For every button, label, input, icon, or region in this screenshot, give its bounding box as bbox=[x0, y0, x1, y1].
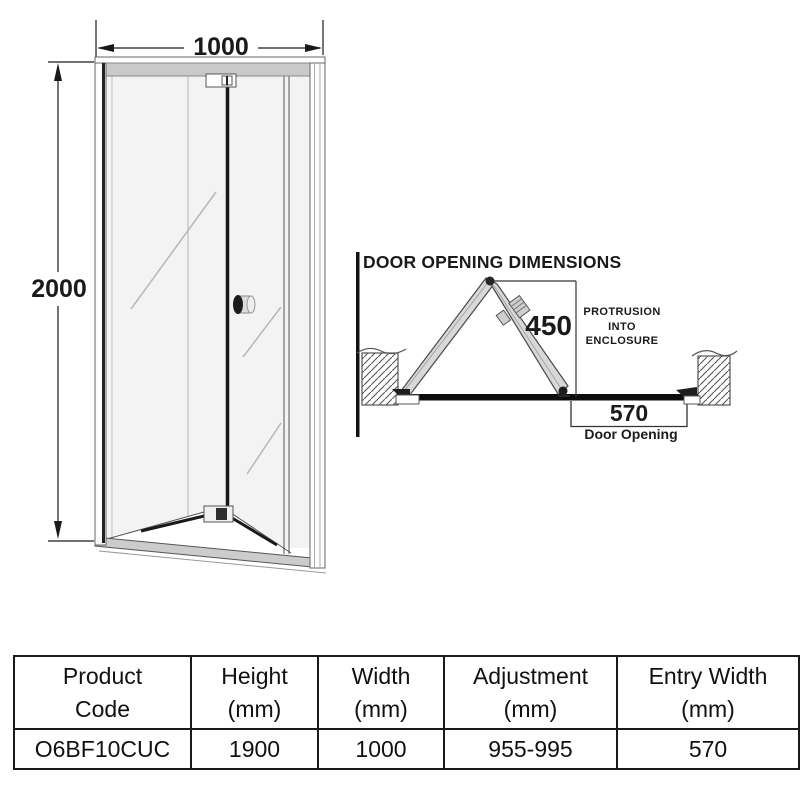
header-line: Code bbox=[75, 695, 130, 722]
elevation-width-label: 1000 bbox=[193, 33, 249, 61]
header-line: (mm) bbox=[227, 695, 282, 722]
glass-reflections bbox=[130, 191, 282, 475]
arrow-right bbox=[305, 44, 322, 52]
header-line: Adjustment bbox=[472, 662, 589, 689]
header-adjustment: Adjustment (mm) bbox=[443, 655, 618, 730]
protrusion-dimension-label: 450 bbox=[525, 310, 572, 341]
left-wall-hatch bbox=[361, 352, 399, 406]
plan-title: DOOR OPENING DIMENSIONS bbox=[363, 252, 622, 272]
spec-table-container: Product Code Height (mm) Width (mm) Adju… bbox=[13, 655, 800, 770]
door-opening-caption: Door Opening bbox=[584, 426, 678, 442]
header-line: (mm) bbox=[354, 695, 408, 722]
right-wall-hatch bbox=[697, 355, 731, 406]
spec-table-header-row: Product Code Height (mm) Width (mm) Adju… bbox=[13, 655, 800, 730]
header-line: Width bbox=[351, 662, 411, 689]
header-entry-width: Entry Width (mm) bbox=[616, 655, 800, 730]
door-panel-left bbox=[400, 277, 495, 397]
spec-table-data-row: O6BF10CUC 1900 1000 955-995 570 bbox=[13, 728, 800, 770]
apex-hinge bbox=[485, 276, 495, 286]
arrow-up bbox=[54, 63, 62, 81]
glass-panels bbox=[106, 76, 310, 548]
right-guide bbox=[558, 386, 568, 396]
door-track bbox=[398, 394, 698, 401]
header-line: (mm) bbox=[503, 695, 558, 722]
left-frame bbox=[94, 62, 107, 546]
cell-width: 1000 bbox=[317, 728, 445, 770]
right-frame bbox=[309, 62, 326, 569]
door-opening-dimension-label: 570 bbox=[609, 400, 649, 426]
header-line: Height bbox=[221, 662, 288, 689]
header-height: Height (mm) bbox=[190, 655, 319, 730]
elevation-height-label: 2000 bbox=[31, 275, 87, 303]
header-width: Width (mm) bbox=[317, 655, 445, 730]
protrusion-note-line: PROTRUSION bbox=[583, 306, 661, 318]
protrusion-note-line: INTO bbox=[608, 320, 636, 333]
title-rule bbox=[356, 252, 360, 437]
header-line: (mm) bbox=[681, 695, 735, 722]
plan-handle-icon bbox=[508, 294, 531, 319]
plan-drawing bbox=[356, 252, 738, 437]
header-line: Product bbox=[62, 662, 143, 689]
cell-product-code: O6BF10CUC bbox=[13, 728, 192, 770]
cell-height: 1900 bbox=[190, 728, 319, 770]
right-wall-bracket bbox=[676, 387, 697, 396]
protrusion-note: PROTRUSION INTO ENCLOSURE bbox=[576, 305, 668, 349]
left-pivot bbox=[392, 389, 410, 396]
header-product-code: Product Code bbox=[13, 655, 192, 730]
arrow-down bbox=[54, 521, 62, 539]
protrusion-note-line: ENCLOSURE bbox=[585, 335, 659, 347]
cell-adjustment: 955-995 bbox=[443, 728, 618, 770]
arrow-left bbox=[97, 44, 114, 52]
height-dimension-lines bbox=[48, 61, 94, 542]
spec-table: Product Code Height (mm) Width (mm) Adju… bbox=[13, 655, 800, 770]
top-rail bbox=[96, 62, 312, 77]
cell-entry-width: 570 bbox=[616, 728, 800, 770]
door-knob-icon bbox=[233, 295, 256, 314]
elevation-drawing bbox=[48, 20, 327, 574]
header-line: Entry Width bbox=[648, 662, 768, 689]
